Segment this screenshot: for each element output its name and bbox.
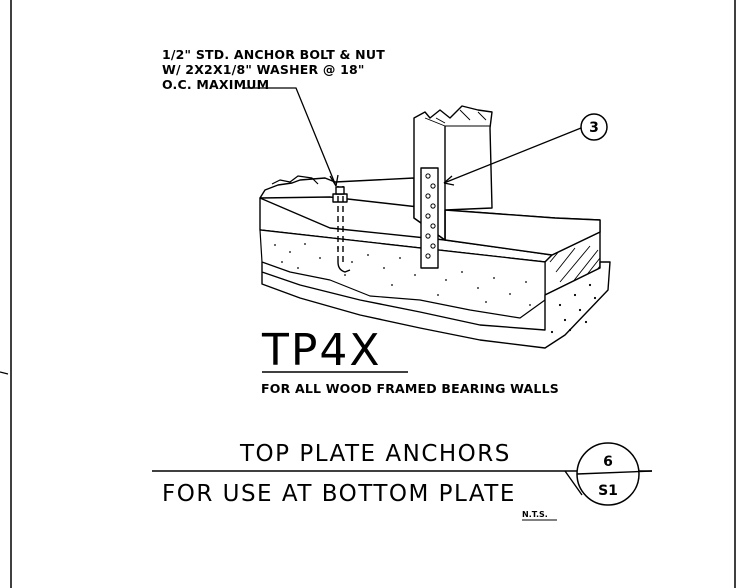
strap-holes [425, 173, 436, 259]
footing-speckles [550, 283, 597, 334]
sill-face [444, 209, 601, 256]
footing-base [261, 261, 611, 349]
anchor-nut [335, 186, 345, 195]
leaders [242, 87, 582, 187]
detail-bubble-divider [576, 470, 653, 475]
anchor-leader-arrow [329, 174, 339, 187]
anchor-bolt-hook [337, 261, 351, 273]
callout-line-3: O.C. MAXIMUM [162, 77, 269, 92]
slab-broken-edge [271, 175, 319, 185]
stud-broken-grain [424, 109, 490, 127]
detail-code: TP4X [261, 325, 382, 376]
sheet-tick [0, 371, 9, 375]
anchor-washer [332, 193, 348, 203]
detail-number: 6 [603, 454, 613, 470]
keynote-bubble [580, 113, 608, 141]
strap-leader-arrow [443, 175, 455, 186]
strap-leader [443, 127, 582, 184]
scale-note: N.T.S. [522, 510, 548, 519]
keynote-number: 3 [589, 120, 599, 136]
soil-layer [259, 229, 546, 319]
slab-end-hatch [549, 245, 601, 289]
detail-subtitle: FOR USE AT BOTTOM PLATE [162, 481, 516, 507]
callout-line-2: W/ 2X2X1/8" WASHER @ 18" [162, 62, 365, 77]
detail-title: TOP PLATE ANCHORS [239, 441, 511, 467]
callout-line-1: 1/2" STD. ANCHOR BOLT & NUT [162, 47, 385, 62]
detail-description: FOR ALL WOOD FRAMED BEARING WALLS [261, 381, 559, 396]
footing-illustration [259, 105, 611, 349]
sheet-number: S1 [598, 483, 618, 499]
detail-bubble-tail [564, 470, 583, 496]
anchor-leader [242, 87, 337, 187]
